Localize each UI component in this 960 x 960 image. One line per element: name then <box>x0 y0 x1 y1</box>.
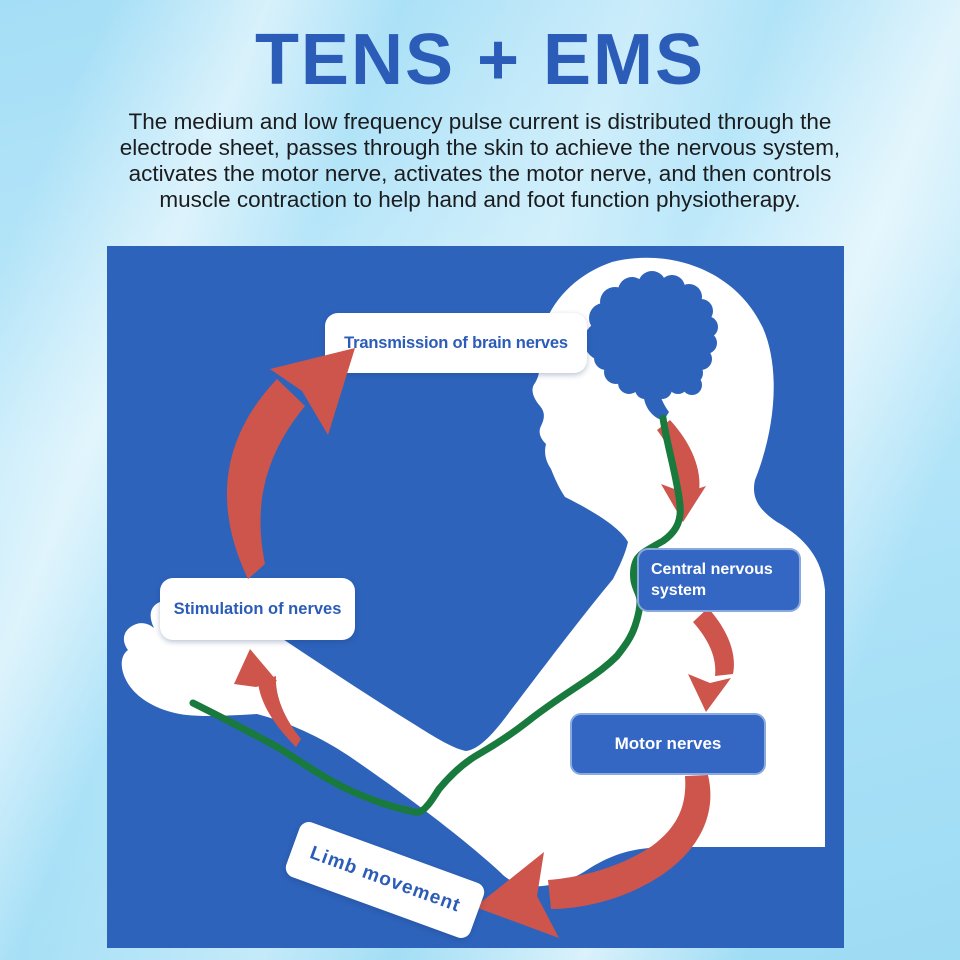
red-flow-arrows <box>234 420 734 938</box>
arrow-motor-to-limb <box>475 775 711 938</box>
brain-stem <box>643 388 669 420</box>
description-text: The medium and low frequency pulse curre… <box>119 109 841 212</box>
label-nerve-stimulation: Stimulation of nerves <box>160 578 355 640</box>
label-central-nervous-system: Central nervous system <box>637 548 801 612</box>
label-brain-transmission: Transmission of brain nerves <box>325 313 587 373</box>
label-motor-nerves-text: Motor nerves <box>614 734 722 753</box>
page-title: TENS + EMS <box>254 20 706 100</box>
label-nerve-stimulation-text: Stimulation of nerves <box>173 599 342 618</box>
arrow-arm-to-stimulation <box>234 649 301 747</box>
label-brain-transmission-text: Transmission of brain nerves <box>344 333 568 352</box>
label-central-nervous-system-text: Central nervous system <box>651 561 773 599</box>
label-motor-nerves: Motor nerves <box>570 713 766 775</box>
diagram-panel: Transmission of brain nerves Stimulation… <box>107 246 844 948</box>
brain-icon <box>584 271 718 420</box>
arrow-cns-to-motor <box>688 608 734 712</box>
